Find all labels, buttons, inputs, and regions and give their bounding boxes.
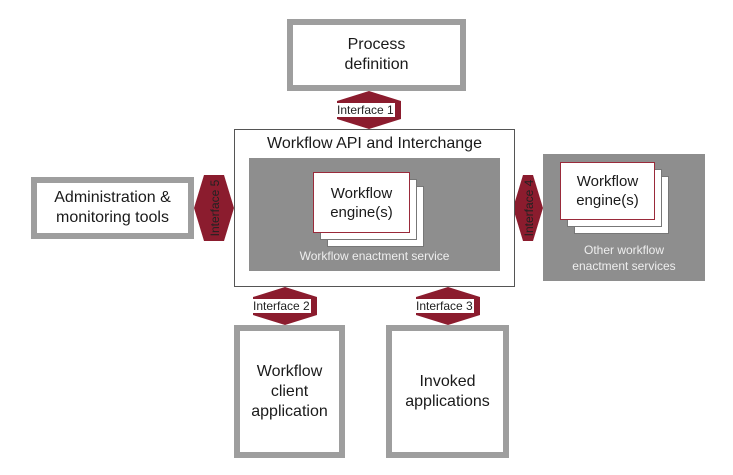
admin-monitoring-tools-label: Administration & monitoring tools: [54, 189, 171, 226]
workflow-client-application-box: Workflow client application: [234, 325, 345, 458]
interface-5-label: Interface 5: [208, 179, 222, 237]
interface-2-label: Interface 2: [252, 299, 311, 313]
interface-5-arrow: [194, 175, 234, 241]
workflow-api-frame: Workflow API and Interchange Workflow en…: [234, 129, 515, 287]
interface-3-label: Interface 3: [415, 299, 474, 313]
invoked-applications-label: Invoked applications: [405, 372, 490, 410]
admin-monitoring-tools-box: Administration & monitoring tools: [31, 177, 194, 239]
workflow-api-title: Workflow API and Interchange: [267, 135, 482, 152]
other-workflow-engine-label: Workflow engine(s): [576, 173, 639, 209]
other-enactment-services-panel: Workflow engine(s) Other workflow enactm…: [543, 154, 705, 281]
workflow-client-application-label: Workflow client application: [251, 362, 328, 420]
workflow-enactment-service-label: Workflow enactment service: [299, 249, 450, 263]
workflow-engine-card: Workflow engine(s): [313, 172, 410, 233]
other-workflow-engine-card: Workflow engine(s): [560, 162, 655, 220]
interface-4-label: Interface 4: [522, 179, 536, 237]
interface-4-arrow: [513, 175, 543, 241]
process-definition-label: Process definition: [344, 36, 409, 73]
workflow-enactment-service-panel: Workflow engine(s) Workflow enactment se…: [249, 158, 500, 271]
invoked-applications-box: Invoked applications: [386, 325, 509, 458]
other-enactment-services-label: Other workflow enactment services: [572, 243, 676, 273]
process-definition-box: Process definition: [287, 19, 466, 91]
interface-1-label: Interface 1: [336, 103, 395, 117]
workflow-engine-label: Workflow engine(s): [330, 184, 393, 221]
